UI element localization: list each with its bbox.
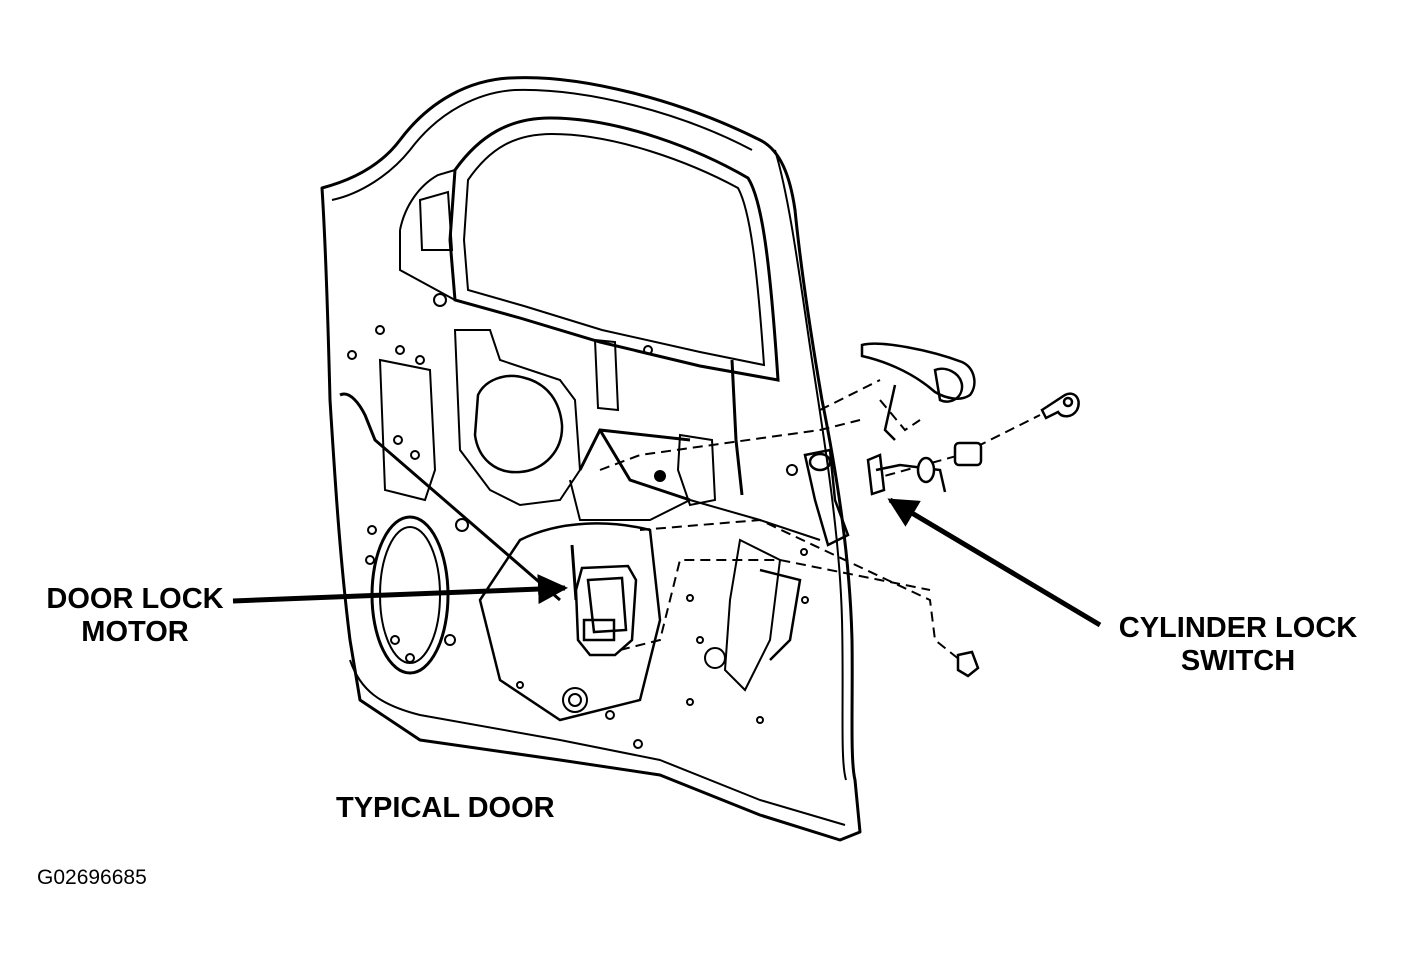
door-lock-motor-label: DOOR LOCK MOTOR bbox=[20, 583, 250, 649]
mounting-holes bbox=[347, 293, 809, 749]
figure-code: G02696685 bbox=[37, 866, 147, 889]
door-lock-motor-label-line2: MOTOR bbox=[81, 616, 189, 648]
latch-assembly bbox=[759, 448, 850, 661]
cylinder-lock-switch-label: CYLINDER LOCK SWITCH bbox=[1100, 612, 1376, 678]
lock-cylinder-parts bbox=[866, 392, 1080, 678]
door-lock-motor-arrow bbox=[232, 574, 568, 605]
door-shell bbox=[320, 76, 862, 842]
linkage-rods bbox=[339, 359, 744, 602]
inner-panel bbox=[370, 329, 821, 722]
cylinder-lock-switch-arrow bbox=[887, 497, 1102, 628]
routing-dashed-lines bbox=[599, 379, 1041, 661]
callout-arrows bbox=[232, 497, 1102, 628]
door-lock-motor-label-line1: DOOR LOCK bbox=[46, 583, 224, 615]
cylinder-lock-switch-label-line2: SWITCH bbox=[1180, 645, 1296, 677]
door-lock-motor bbox=[574, 564, 638, 657]
outside-handle bbox=[860, 342, 976, 441]
cylinder-lock-switch-label-line1: CYLINDER LOCK bbox=[1118, 612, 1358, 644]
window-frame bbox=[399, 116, 780, 382]
typical-door-caption: TYPICAL DOOR bbox=[336, 792, 555, 824]
